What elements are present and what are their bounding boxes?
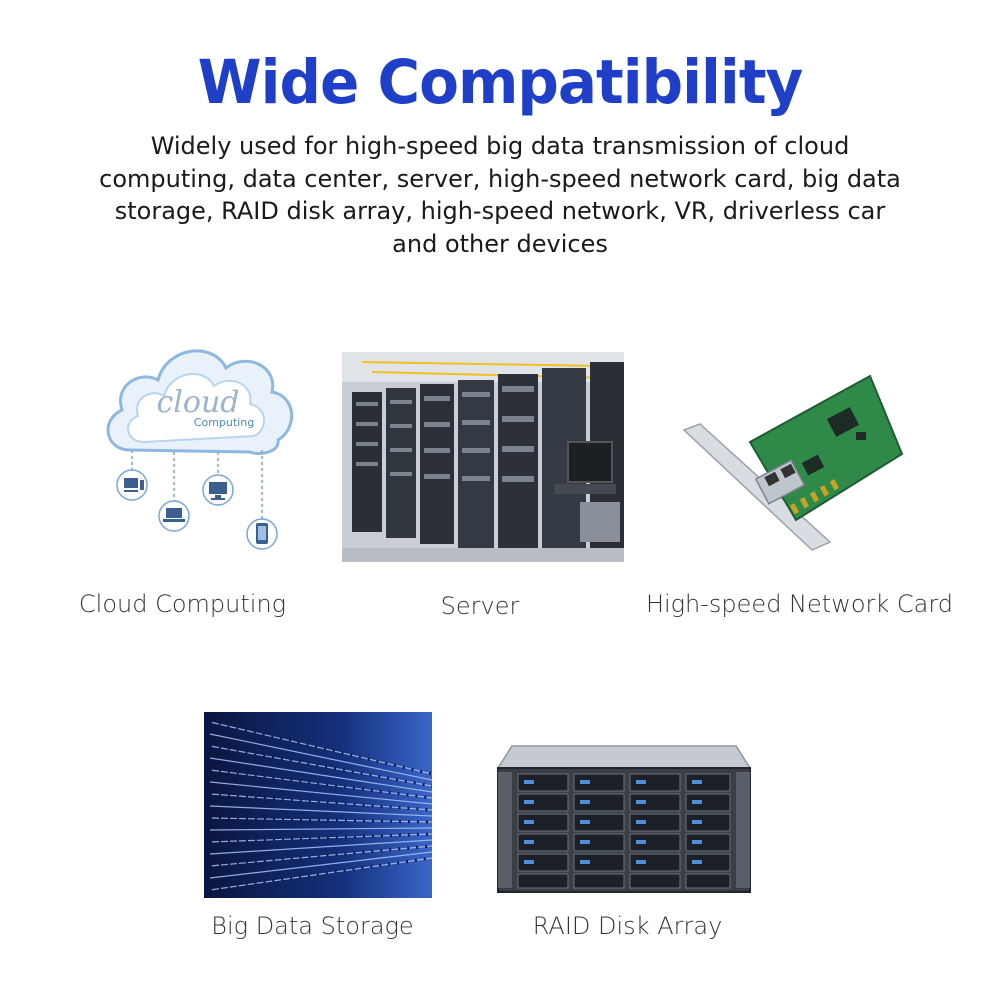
cloud-icon [106,349,294,455]
caption-raid-disk-array: RAID Disk Array [532,912,723,940]
page-description: Widely used for high-speed big data tran… [99,132,901,258]
caption-cloud-computing: Cloud Computing [78,590,287,618]
page-title: Wide Compatibility [197,46,804,118]
big-data-storage-image [204,712,432,898]
phone-icon [246,518,278,550]
caption-big-data-storage: Big Data Storage [211,912,414,940]
cloud-script-text: cloud [157,385,240,420]
server-room-image [342,352,624,562]
network-card-image [680,372,904,554]
desktop-icon [116,469,148,501]
cloud-computing-illustration: cloud Computing [100,330,300,560]
raid-disk-array-image [494,742,754,898]
caption-server: Server [440,592,520,620]
monitor-icon [202,474,234,506]
caption-network-card: High-speed Network Card [645,590,954,618]
cloud-sub-text: Computing [194,416,254,429]
laptop-icon [158,500,190,532]
